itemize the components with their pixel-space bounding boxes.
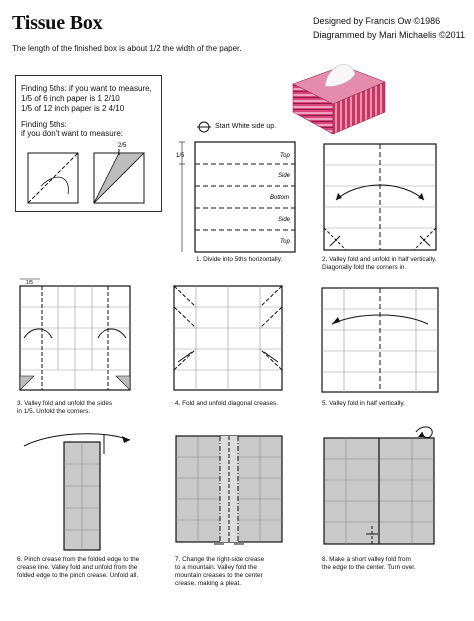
step-7-caption-line: to a mountain. Valley fold the [175, 564, 257, 571]
step-6-caption: 6. Pinch crease from the folded edge to … [17, 556, 139, 580]
step-3-diagram: 1/5 [19, 278, 131, 391]
panel-label-side: Side [278, 217, 291, 223]
step-2-diagram [323, 143, 437, 251]
start-symbol-icon [197, 121, 211, 133]
step-4-caption: 4. Fold and unfold diagonal creases. [175, 400, 279, 407]
panel-label-side: Side [278, 173, 291, 179]
fold-mark-label: 2/5 [118, 143, 127, 149]
fifth-mark: 1/5 [26, 280, 33, 286]
step-2-caption: 2. Valley fold and unfold in half vertic… [322, 256, 437, 272]
tip-box: Finding 5ths: if you want to measure, 1/… [15, 75, 162, 212]
tip-line: Finding 5ths: if you want to measure, [21, 84, 152, 93]
step-6-caption-line: crease line. Valley fold and unfold from… [17, 564, 138, 571]
step-6-caption-line: 6. Pinch crease from the folded edge to … [17, 556, 140, 563]
credits: Designed by Francis Ow ©1986 Diagrammed … [313, 14, 465, 42]
step-8-caption: 8. Make a short valley fold from the edg… [322, 556, 416, 572]
step-4-diagram [173, 285, 283, 391]
step-8-caption-line: the edge to the center. Turn over. [322, 564, 416, 571]
step-1-caption: 1. Divide into 5ths horizontally. [196, 256, 283, 263]
step-7-caption-line: mountain creases to the center [175, 572, 263, 579]
step-2-caption-line: Diagonally fold the corners in. [322, 264, 407, 271]
step-8-caption-line: 8. Make a short valley fold from [322, 556, 411, 563]
step-5-diagram [321, 287, 439, 393]
tip-line: Finding 5ths: [21, 120, 67, 129]
panel-label-top: Top [280, 153, 290, 159]
fifths-diagram: 2/5 [27, 143, 145, 204]
step-6-caption-line: folded edge to the pinch crease. Unfold … [17, 572, 139, 579]
step-6-diagram [23, 433, 131, 551]
credit-diagram: Diagrammed by Mari Michaelis ©2011 [313, 30, 466, 40]
step-7-caption: 7. Change the right-side crease to a mou… [175, 556, 264, 588]
panel-label-top: Top [280, 239, 290, 245]
step-2-caption-line: 2. Valley fold and unfold in half vertic… [322, 256, 437, 263]
panel-label-bottom: Bottom [270, 195, 289, 201]
step-3-caption-line: in 1/5. Unfold the corners. [17, 408, 91, 415]
step-5-caption: 5. Valley fold in half vertically. [322, 400, 405, 407]
fifth-mark: 1/5 [176, 153, 185, 159]
step-7-diagram [175, 435, 283, 545]
tip-line: if you don't want to measure: [21, 129, 124, 138]
tissue-box-photo [292, 64, 386, 135]
step-7-caption-line: 7. Change the right-side crease [175, 556, 265, 563]
tip-line: 1/5 of 12 inch paper is 2 4/10 [21, 104, 125, 113]
step-3-caption-line: 3. Valley fold and unfold the sides [17, 400, 113, 407]
start-note: Start White side up. [215, 123, 277, 130]
credit-design: Designed by Francis Ow ©1986 [313, 16, 441, 26]
page-subtitle: The length of the finished box is about … [12, 44, 242, 53]
step-8-diagram [323, 426, 435, 545]
tip-line: 1/5 of 6 inch paper is 1 2/10 [21, 94, 120, 103]
page-title: Tissue Box [12, 12, 103, 34]
step-1-diagram: 1/5 Top Side Bottom Side Top [176, 141, 296, 253]
step-3-caption: 3. Valley fold and unfold the sides in 1… [17, 400, 112, 416]
step-7-caption-line: crease, making a pleat. [175, 580, 242, 587]
